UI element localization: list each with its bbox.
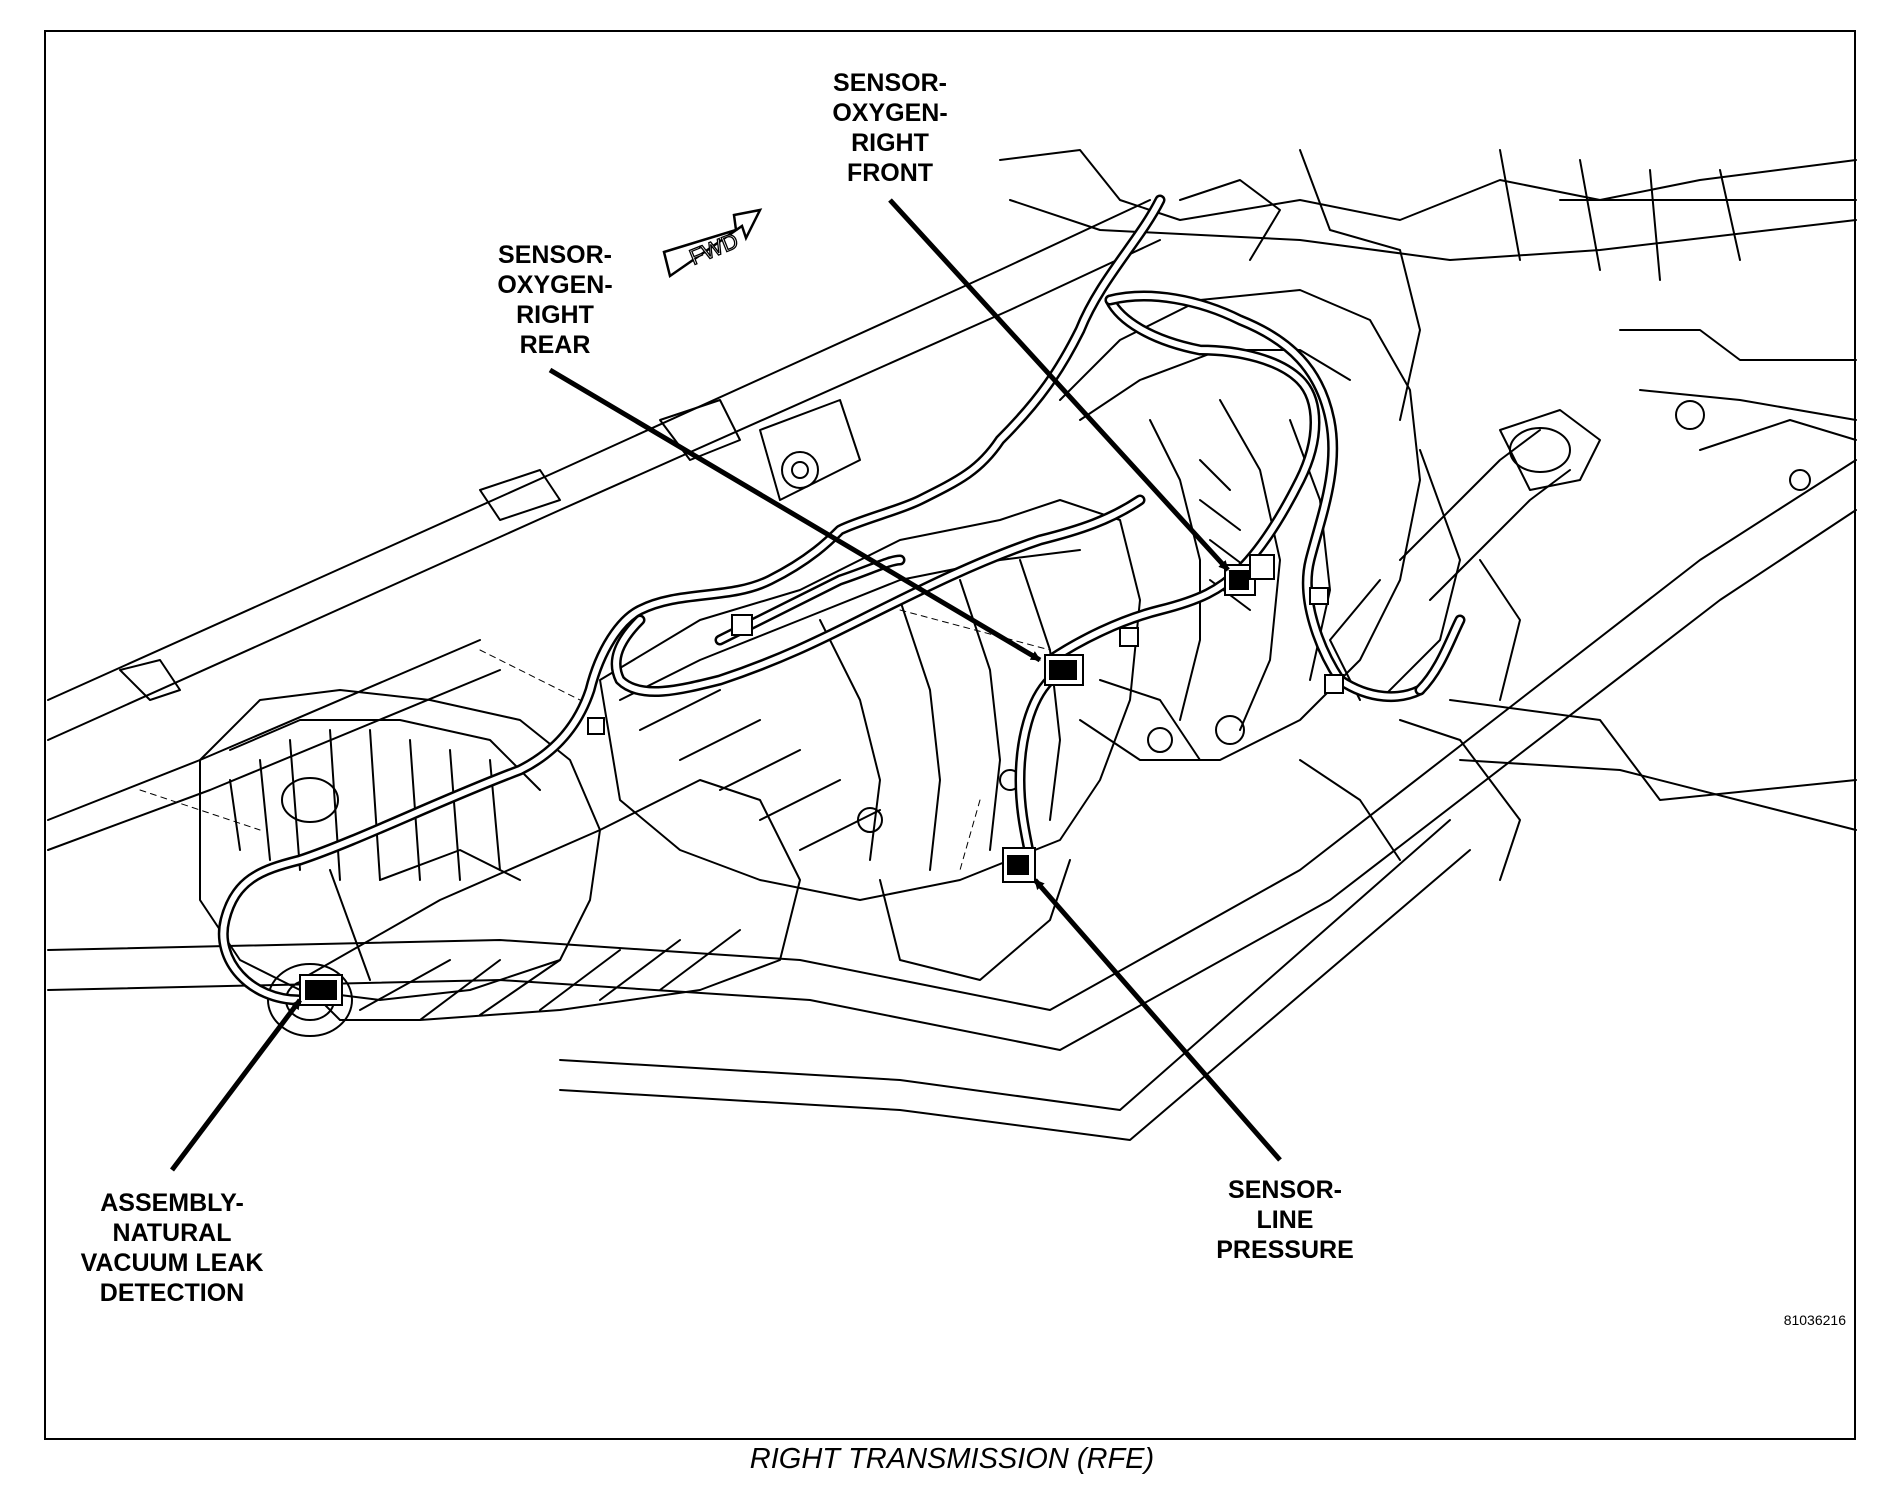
harness-clips bbox=[587, 587, 1344, 735]
callout-line: ASSEMBLY- bbox=[100, 1189, 244, 1217]
callout-line: SENSOR- bbox=[498, 241, 612, 269]
callout-line: SENSOR- bbox=[1228, 1176, 1342, 1204]
crossmember-upper bbox=[999, 149, 1857, 491]
callout-line: VACUUM LEAK bbox=[80, 1249, 264, 1277]
callout-line: SENSOR- bbox=[833, 69, 947, 97]
callout-nvld: ASSEMBLY- NATURAL VACUUM LEAK DETECTION bbox=[62, 1188, 282, 1308]
callout-line: LINE bbox=[1256, 1206, 1314, 1234]
o2-right-rear-connector bbox=[1044, 654, 1084, 686]
callout-o2-right-front: SENSOR- OXYGEN- RIGHT FRONT bbox=[810, 68, 970, 188]
fwd-label: FWD bbox=[686, 228, 742, 270]
callout-line: RIGHT bbox=[516, 301, 594, 329]
callout-line: RIGHT bbox=[851, 129, 929, 157]
figure-number: 81036216 bbox=[1783, 1312, 1846, 1328]
frame-rail-right bbox=[47, 459, 1857, 1141]
callout-line: OXYGEN- bbox=[832, 99, 948, 127]
wiring-harness bbox=[217, 194, 1466, 1006]
nvld-connector bbox=[299, 974, 343, 1006]
line-pressure-connector bbox=[1002, 847, 1036, 883]
o2-right-front-connector bbox=[1224, 554, 1275, 596]
leader-line-pressure bbox=[1033, 878, 1282, 1162]
tail-housing bbox=[267, 779, 801, 1037]
leader-o2-right-rear bbox=[548, 367, 1042, 663]
diagram-frame bbox=[44, 30, 1856, 1440]
connectors bbox=[299, 554, 1344, 1006]
callout-line: REAR bbox=[519, 331, 591, 359]
callout-o2-right-rear: SENSOR- OXYGEN- RIGHT REAR bbox=[475, 240, 635, 360]
callout-line: NATURAL bbox=[112, 1219, 232, 1247]
callout-line: PRESSURE bbox=[1216, 1236, 1354, 1264]
engine-block-lower bbox=[1179, 149, 1521, 881]
leader-o2-right-front bbox=[888, 198, 1230, 572]
callout-line: DETECTION bbox=[99, 1279, 245, 1307]
transfer-case bbox=[199, 689, 601, 1001]
callout-line-pressure: SENSOR- LINE PRESSURE bbox=[1195, 1175, 1375, 1265]
callout-line: OXYGEN- bbox=[497, 271, 613, 299]
leader-nvld bbox=[170, 998, 302, 1172]
alignment-leaders bbox=[139, 609, 1051, 871]
callout-line: FRONT bbox=[846, 159, 934, 187]
figure-caption: RIGHT TRANSMISSION (RFE) bbox=[749, 1443, 1155, 1475]
fwd-direction-arrow: FWD bbox=[662, 208, 763, 279]
exhaust-pipe bbox=[1329, 409, 1601, 701]
